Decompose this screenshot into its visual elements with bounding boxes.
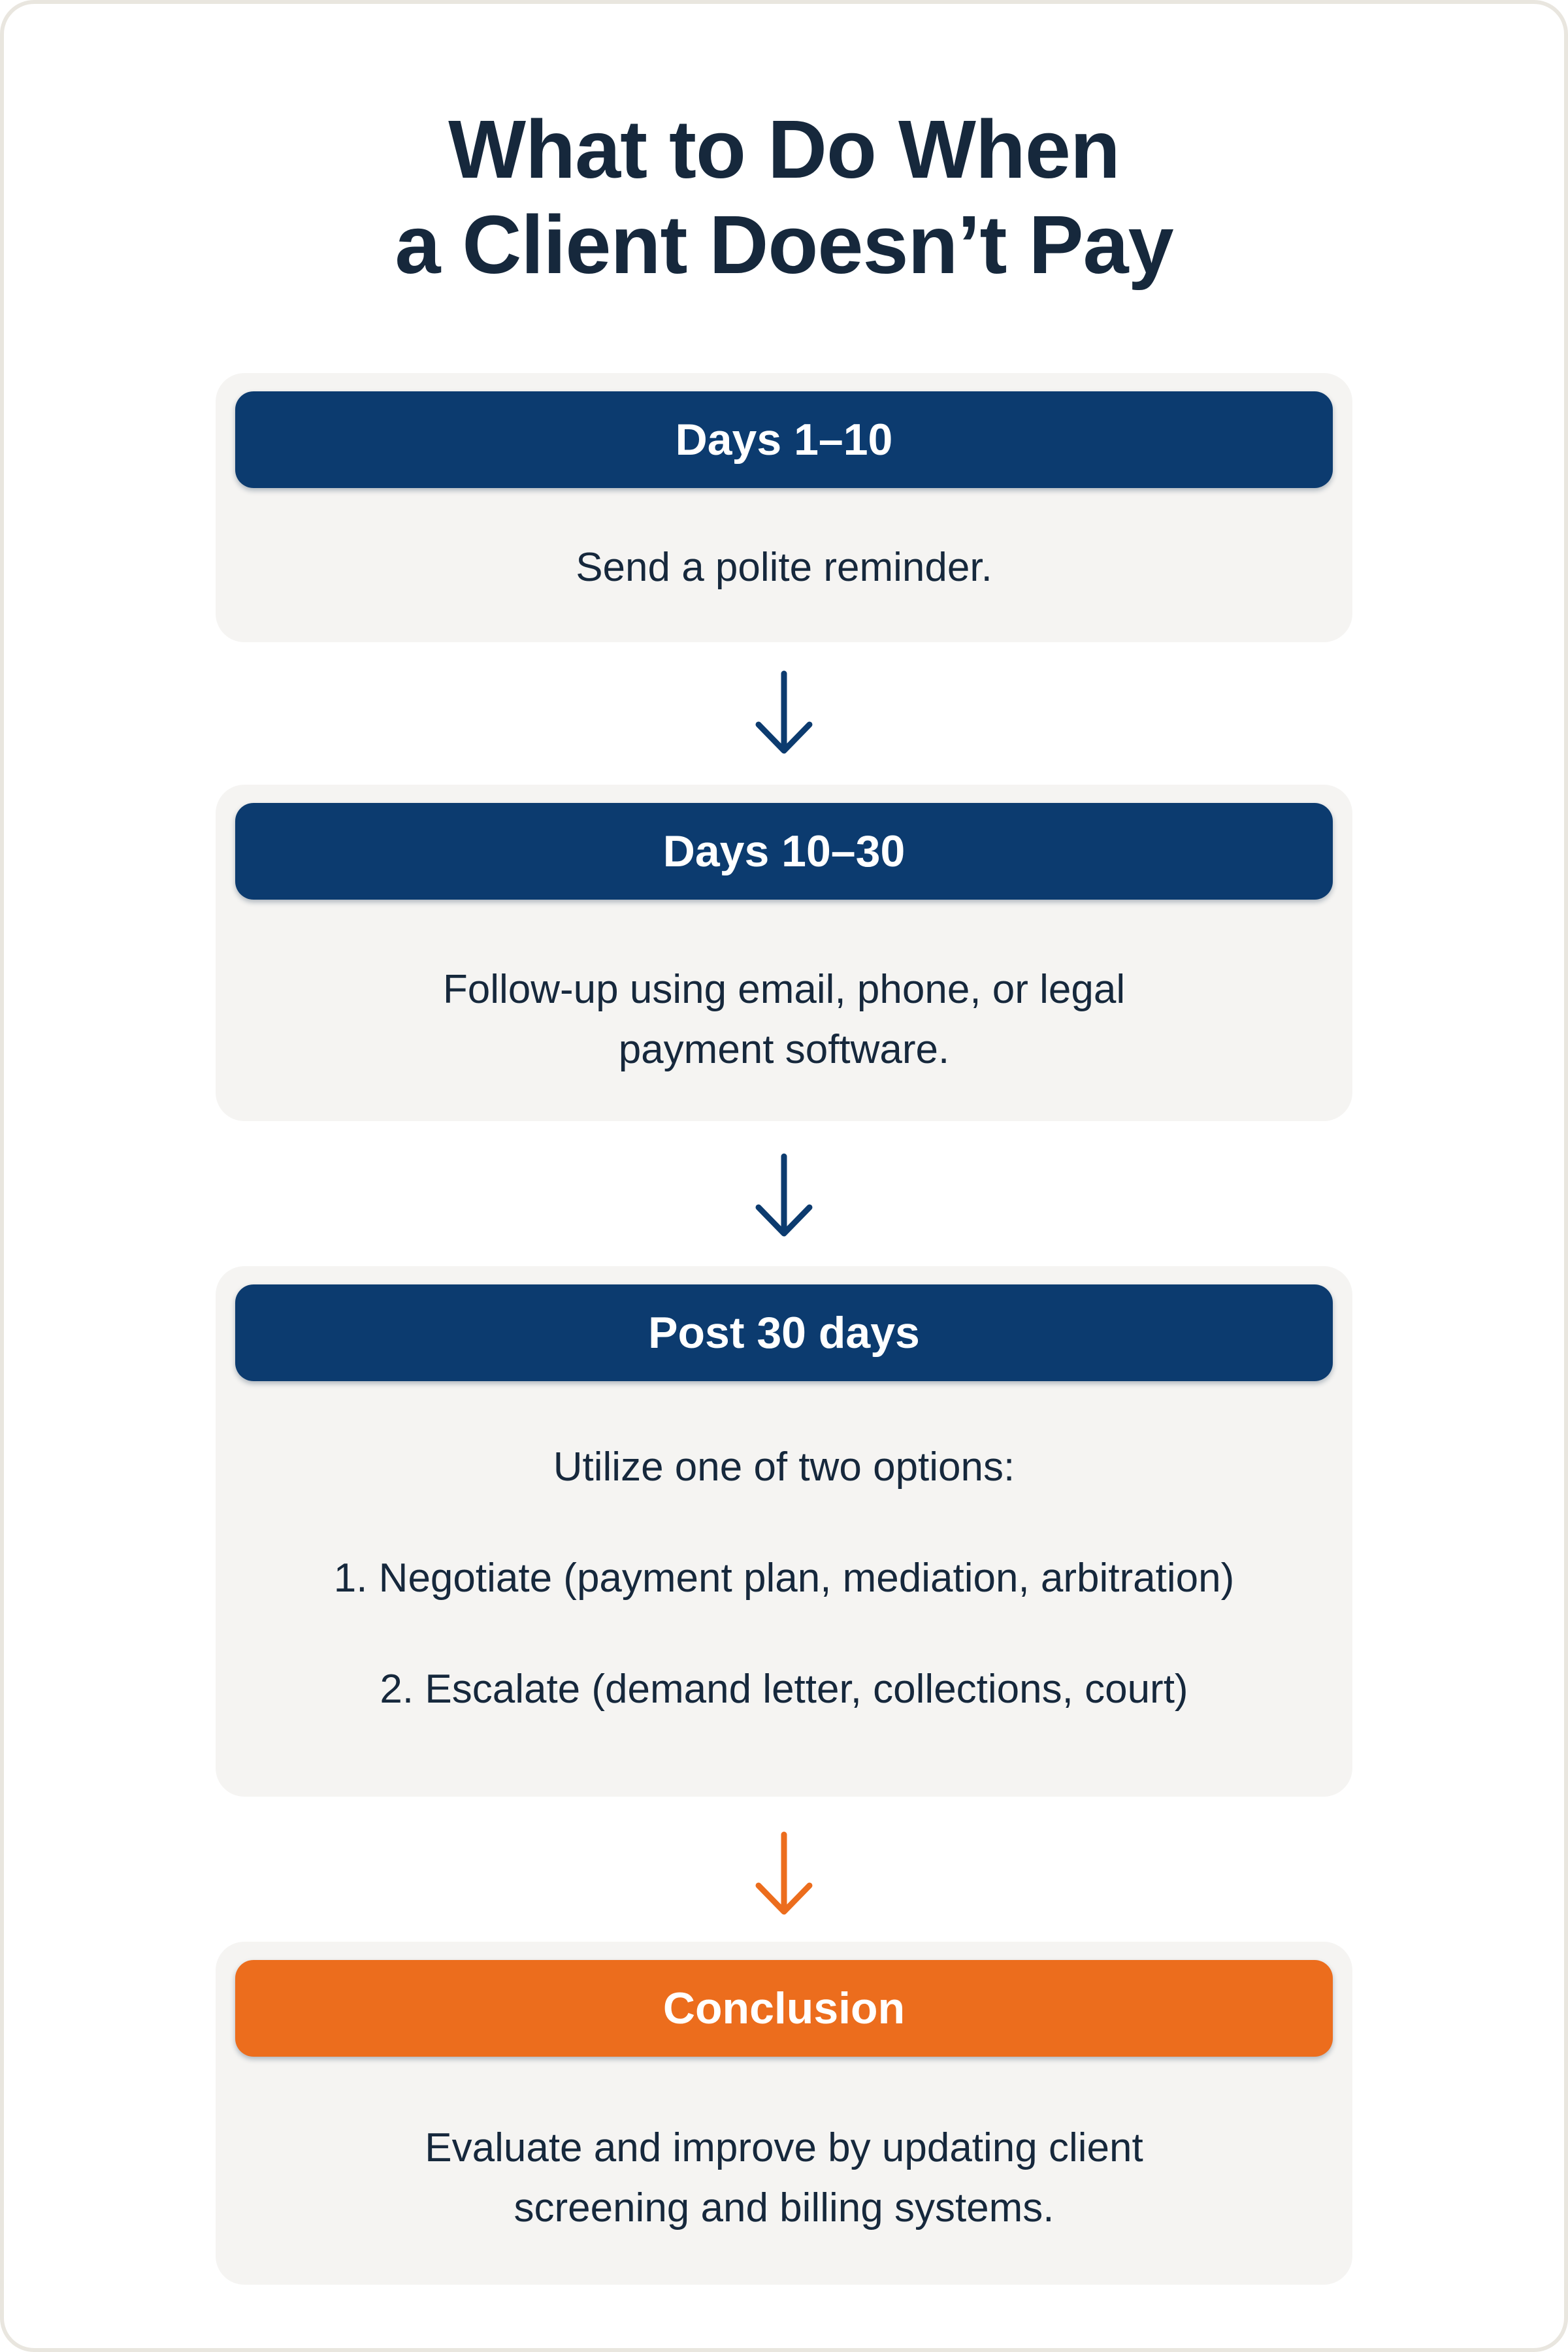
step-body: Evaluate and improve by updating client … (235, 2118, 1333, 2285)
step-body: Utilize one of two options: 1. Negotiate… (235, 1437, 1333, 1797)
step-body-line: 2. Escalate (demand letter, collections,… (380, 1667, 1188, 1712)
step-card-days-10-30: Days 10–30 Follow-up using email, phone,… (216, 785, 1352, 1121)
step-body: Send a polite reminder. (235, 538, 1333, 642)
step-header-bar: Post 30 days (235, 1284, 1333, 1381)
down-arrow-icon (755, 1153, 813, 1237)
step-header-label: Days 10–30 (662, 826, 906, 876)
step-body-line: 1. Negotiate (payment plan, mediation, a… (333, 1556, 1235, 1601)
page-title-line-2: a Client Doesn’t Pay (395, 199, 1173, 291)
step-card-conclusion: Conclusion Evaluate and improve by updat… (216, 1942, 1352, 2285)
down-arrow-icon (755, 670, 813, 754)
step-header-label: Post 30 days (648, 1308, 920, 1358)
step-header-label: Days 1–10 (675, 415, 893, 465)
step-body: Follow-up using email, phone, or legal p… (235, 960, 1333, 1121)
page-title-line-1: What to Do When (448, 103, 1120, 195)
step-card-post-30-days: Post 30 days Utilize one of two options:… (216, 1266, 1352, 1797)
page-title: What to Do When a Client Doesn’t Pay (4, 102, 1564, 293)
step-body-line: Evaluate and improve by updating client (425, 2125, 1143, 2170)
step-body-line: Send a polite reminder. (576, 545, 992, 590)
step-body-line: Utilize one of two options: (553, 1445, 1015, 1490)
step-body-line: Follow-up using email, phone, or legal (442, 967, 1126, 1012)
step-header-bar: Days 10–30 (235, 803, 1333, 900)
down-arrow-icon (755, 1831, 813, 1915)
step-body-line: payment software. (618, 1027, 950, 1072)
step-header-label: Conclusion (662, 1984, 906, 2033)
step-body-line: screening and billing systems. (514, 2185, 1054, 2230)
step-header-bar: Days 1–10 (235, 391, 1333, 488)
step-header-bar: Conclusion (235, 1960, 1333, 2057)
step-card-days-1-10: Days 1–10 Send a polite reminder. (216, 373, 1352, 642)
